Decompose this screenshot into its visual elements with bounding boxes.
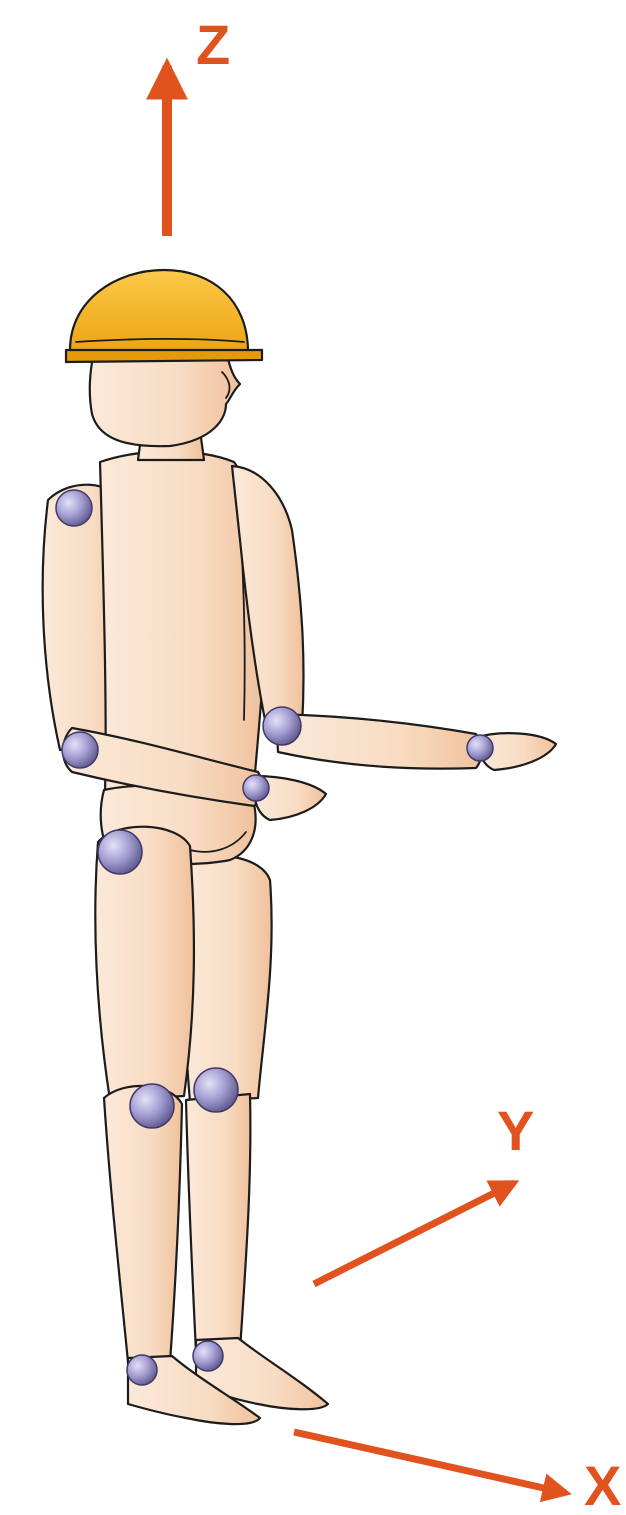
front-shin bbox=[104, 1086, 182, 1362]
head bbox=[90, 352, 240, 446]
joint-marker bbox=[56, 490, 92, 526]
hard-hat bbox=[66, 270, 262, 362]
joint-marker bbox=[467, 735, 493, 761]
joint-marker bbox=[98, 830, 142, 874]
joint-marker bbox=[194, 1068, 238, 1112]
y-axis-label: Y bbox=[497, 1099, 534, 1162]
y-axis-arrow bbox=[314, 1183, 514, 1284]
joint-marker bbox=[130, 1084, 174, 1128]
y-axis: Y bbox=[314, 1099, 534, 1284]
x-axis: X bbox=[294, 1432, 621, 1515]
hard-hat-brim bbox=[66, 350, 262, 362]
joint-marker bbox=[127, 1355, 157, 1385]
z-axis-label: Z bbox=[196, 13, 230, 76]
forearm-front bbox=[276, 714, 482, 769]
back-thigh bbox=[184, 856, 272, 1102]
mannequin-figure bbox=[43, 270, 556, 1424]
z-axis: Z bbox=[167, 13, 230, 236]
joint-marker bbox=[193, 1341, 223, 1371]
joint-marker bbox=[243, 775, 269, 801]
x-axis-label: X bbox=[584, 1454, 621, 1515]
joint-marker bbox=[263, 707, 301, 745]
x-axis-arrow bbox=[294, 1432, 566, 1493]
back-shin bbox=[186, 1094, 250, 1352]
joint-marker bbox=[62, 732, 98, 768]
